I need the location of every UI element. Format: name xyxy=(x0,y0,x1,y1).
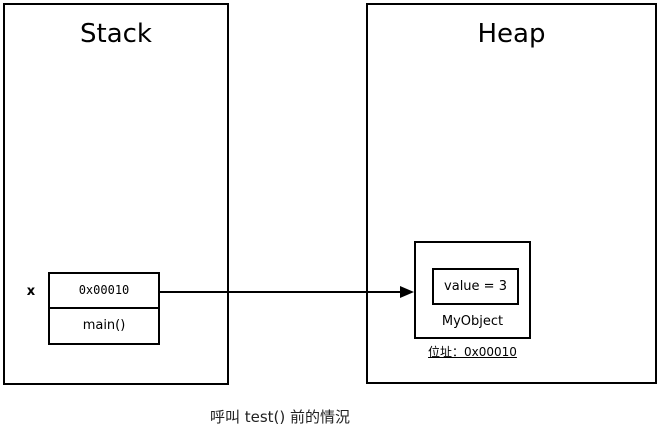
stack-variable-label: x xyxy=(26,284,36,299)
heap-object-box: value = 3 MyObject xyxy=(414,241,531,339)
heap-region-title: Heap xyxy=(477,19,546,49)
heap-object-field: value = 3 xyxy=(432,268,519,305)
stack-region-title: Stack xyxy=(80,19,152,49)
heap-object-address-text: 位址：0x00010 xyxy=(428,345,517,359)
stack-frame-box: 0x00010 main() xyxy=(48,272,160,345)
stack-frame-value: 0x00010 xyxy=(50,274,158,309)
reference-arrow-icon xyxy=(158,286,414,298)
heap-object-address: 位址：0x00010 xyxy=(405,343,540,360)
stack-frame-method: main() xyxy=(82,318,126,334)
diagram-caption: 呼叫 test() 前的情況 xyxy=(209,408,351,426)
heap-object-class-name: MyObject xyxy=(441,314,504,329)
